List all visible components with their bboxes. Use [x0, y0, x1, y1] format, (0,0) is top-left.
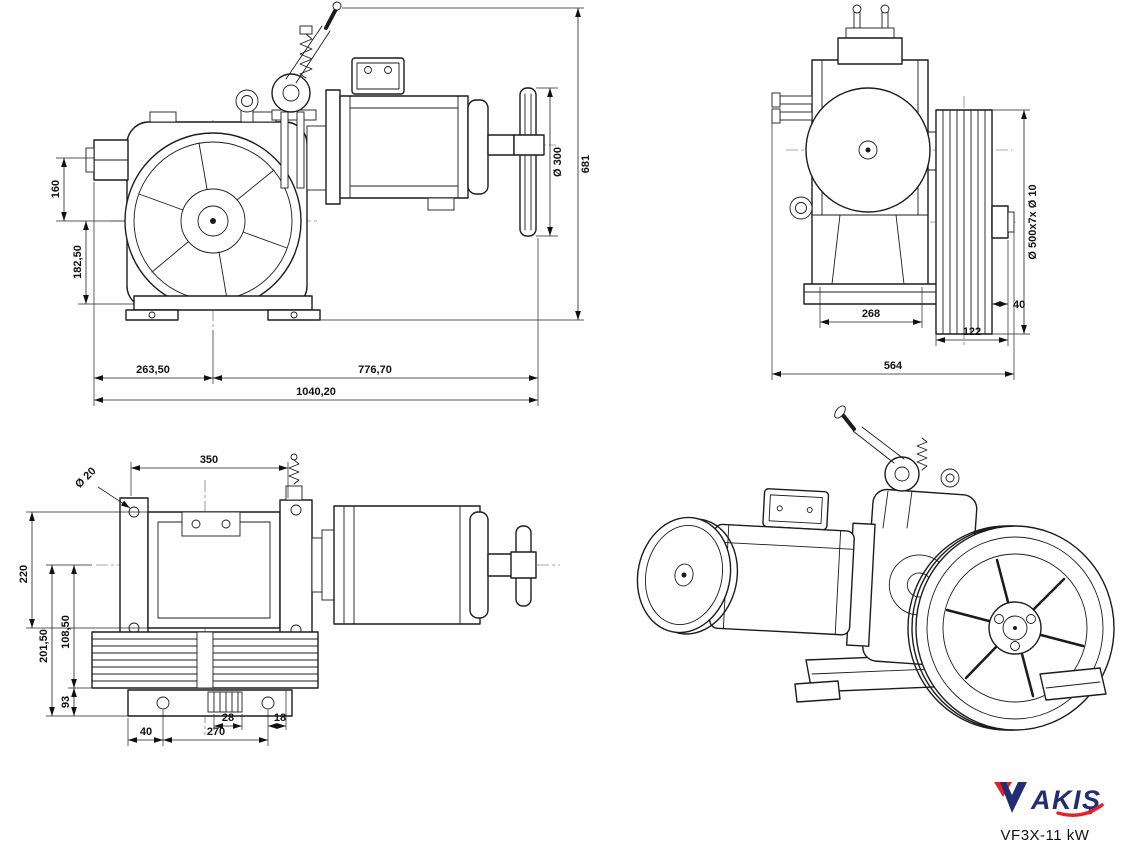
dim-label-681: 681	[580, 155, 592, 173]
dim-label-201-50: 201,50	[38, 629, 50, 663]
dim-label-dia-20: Ø 20	[73, 465, 98, 490]
side-view-dimensions: 268 40 122 564 Ø 500x7x Ø 10	[771, 109, 1039, 380]
dim-label-160: 160	[50, 180, 62, 198]
brand-logo-swoosh	[1056, 803, 1104, 817]
iso-brake	[834, 405, 928, 529]
dim-label-28: 28	[222, 712, 234, 724]
iso-handwheel	[636, 516, 739, 635]
front-view: 160 182,50 263,50 776,70 1040,20 Ø 300 6…	[50, 1, 592, 406]
plan-view-machine	[91, 453, 560, 735]
dim-label-108-50: 108,50	[60, 615, 72, 649]
dim-label-40-side: 40	[1013, 299, 1025, 311]
dim-label-776-70: 776,70	[358, 364, 392, 376]
footer-branding: AKIŞ VF3X-11 kW	[994, 782, 1104, 844]
plan-view: 350 Ø 20 220 201,50 108,50 93 40 270	[18, 453, 560, 746]
dim-label-40-plan: 40	[140, 726, 152, 738]
side-view-machine	[771, 4, 1016, 346]
side-view: 268 40 122 564 Ø 500x7x Ø 10	[771, 4, 1039, 380]
dim-label-350: 350	[200, 454, 218, 466]
front-view-machine	[85, 1, 556, 330]
dim-label-263-50: 263,50	[136, 364, 170, 376]
model-label: VF3X-11 kW	[1001, 827, 1090, 844]
dim-label-93: 93	[60, 696, 72, 708]
dim-label-564: 564	[884, 360, 903, 372]
dim-label-182-50: 182,50	[72, 245, 84, 279]
front-view-dimensions: 160 182,50 263,50 776,70 1040,20 Ø 300 6…	[50, 7, 592, 406]
dim-label-18: 18	[274, 712, 286, 724]
dim-label-220: 220	[18, 565, 30, 583]
brand-logo-text: AKIŞ	[1030, 785, 1102, 815]
dim-label-122: 122	[963, 326, 981, 338]
dim-label-270: 270	[207, 726, 225, 738]
dim-label-268: 268	[862, 308, 880, 320]
motor	[325, 89, 489, 211]
brake-assembly	[271, 1, 342, 189]
dim-label-sheave-spec: Ø 500x7x Ø 10	[1027, 184, 1039, 259]
wheel-spokes	[138, 142, 288, 300]
sheave-plan	[91, 631, 319, 689]
isometric-view	[636, 405, 1115, 731]
dim-label-1040-20: 1040,20	[296, 386, 336, 398]
dim-label-dia-300: Ø 300	[552, 147, 564, 177]
sheave-grooves	[935, 109, 993, 335]
brand-logo-icon	[994, 782, 1027, 813]
